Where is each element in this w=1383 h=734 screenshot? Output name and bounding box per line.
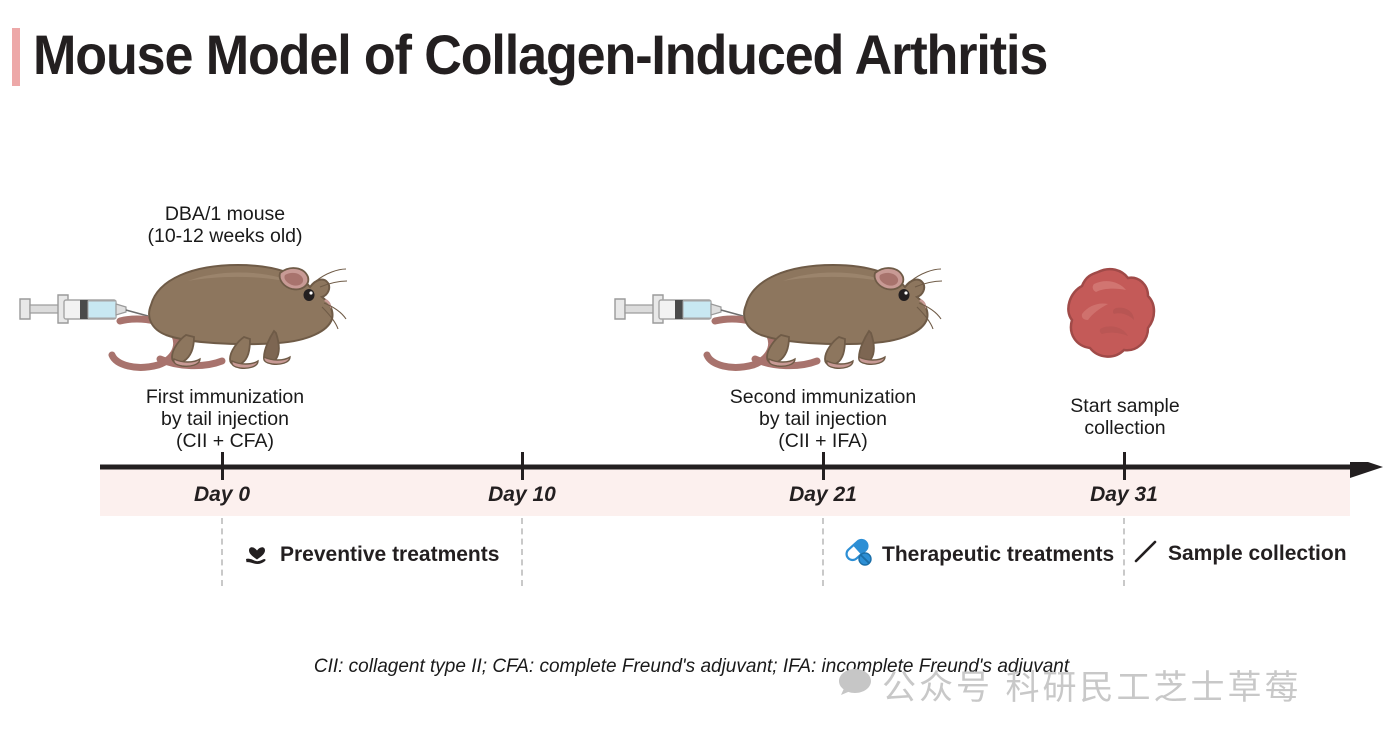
needle-slash-icon <box>1133 538 1159 569</box>
timeline-band <box>100 468 1350 516</box>
start-sample-collection-caption: Start sample collection <box>1070 395 1180 439</box>
day-label-0: Day 0 <box>193 483 251 506</box>
first-immunization-caption: First immunization by tail injection (CI… <box>145 386 305 452</box>
tissue-sample-illustration <box>1058 262 1168 377</box>
guide-line-day-10 <box>521 518 523 586</box>
guide-line-day-31 <box>1123 518 1125 586</box>
speech-bubble-icon <box>838 665 872 704</box>
day-tick-0 <box>221 452 224 480</box>
legend-item-sample-collection: Sample collection <box>1133 538 1347 569</box>
mouse-strain-caption: DBA/1 mouse (10-12 weeks old) <box>147 203 303 247</box>
guide-line-day-21 <box>822 518 824 586</box>
second-immunization-caption: Second immunization by tail injection (C… <box>729 386 917 452</box>
mouse-injection-illustration-first <box>8 255 348 390</box>
day-tick-21 <box>822 452 825 480</box>
day-label-21: Day 21 <box>789 483 857 506</box>
legend-label-sample-collection: Sample collection <box>1168 541 1347 565</box>
title-accent-bar <box>12 28 20 86</box>
mouse-injection-illustration-second <box>603 255 943 390</box>
syringe-icon <box>614 294 744 324</box>
heart-in-hand-icon <box>243 538 271 571</box>
syringe-icon <box>19 294 149 324</box>
mouse-icon <box>703 263 943 371</box>
timeline-axis-arrow <box>100 462 1383 478</box>
guide-line-day-0 <box>221 518 223 586</box>
legend-label-preventive: Preventive treatments <box>280 542 500 566</box>
footnote-abbreviations: CII: collagent type II; CFA: complete Fr… <box>313 656 1070 677</box>
legend-item-preventive: Preventive treatments <box>243 538 499 571</box>
day-label-31: Day 31 <box>1090 483 1158 506</box>
day-label-10: Day 10 <box>488 483 556 506</box>
page-title: Mouse Model of Collagen-Induced Arthriti… <box>33 23 1048 86</box>
day-tick-31 <box>1123 452 1126 480</box>
mouse-icon <box>108 263 348 371</box>
watermark-text: 公众号 科研民工芝士草莓 <box>882 669 1302 707</box>
watermark: 公众号 科研民工芝士草莓 <box>838 660 1301 709</box>
day-tick-10 <box>521 452 524 480</box>
legend-item-therapeutic: Therapeutic treatments <box>843 538 1114 571</box>
pills-icon <box>843 538 873 571</box>
legend-label-therapeutic: Therapeutic treatments <box>882 542 1115 566</box>
